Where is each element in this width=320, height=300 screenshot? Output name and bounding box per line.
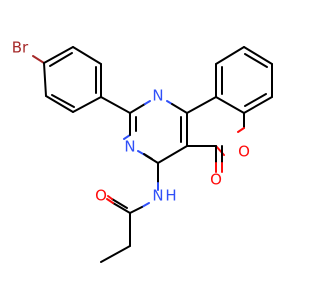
- bond: [237, 127, 245, 133]
- atom-nitrogen-3: N: [124, 138, 135, 156]
- bond-br-c: [32, 55, 45, 64]
- bond: [43, 46, 74, 64]
- atom-bromine: Br: [12, 39, 29, 57]
- bond: [72, 46, 102, 65]
- bond: [45, 95, 74, 113]
- bond: [141, 202, 150, 208]
- bond-double-inner: [244, 93, 267, 107]
- bond-double-inner: [51, 94, 75, 108]
- bond: [129, 206, 143, 214]
- bond-double-inner: [244, 53, 268, 68]
- propanamide-chain: [100, 162, 159, 263]
- atom-oxygen-ring: O: [238, 143, 250, 161]
- pyrimidine-ring: [123, 100, 188, 164]
- bond: [106, 198, 114, 204]
- bond: [243, 46, 273, 65]
- atom-oxygen-carbonyl: O: [210, 171, 222, 189]
- bond: [112, 202, 131, 214]
- atom-hydrogen-amide: H: [165, 187, 176, 205]
- bond-double: [111, 198, 128, 209]
- molecule-structure: Br N N O O N H O: [12, 39, 273, 263]
- bond-double-inner: [49, 52, 73, 67]
- atom-oxygen-amide: O: [95, 187, 107, 205]
- bond: [72, 96, 102, 113]
- bond: [100, 245, 131, 263]
- atom-nitrogen-amide: N: [152, 187, 163, 205]
- atom-nitrogen-1: N: [152, 87, 163, 105]
- bond-double-inner: [143, 153, 153, 160]
- bond: [144, 100, 151, 105]
- bond: [107, 195, 113, 200]
- bond: [43, 62, 47, 97]
- bond: [215, 46, 245, 65]
- benzo-ring: [215, 46, 273, 114]
- bromophenyl-ring: [32, 46, 102, 113]
- bond: [243, 96, 273, 114]
- chromenone-ring: [186, 96, 245, 173]
- bond: [215, 96, 245, 114]
- bond: [171, 103, 188, 114]
- bond: [186, 96, 217, 114]
- bond: [157, 145, 188, 164]
- bond: [129, 103, 146, 114]
- bond: [123, 134, 131, 140]
- bond-aryl-pyrimidine: [100, 96, 131, 114]
